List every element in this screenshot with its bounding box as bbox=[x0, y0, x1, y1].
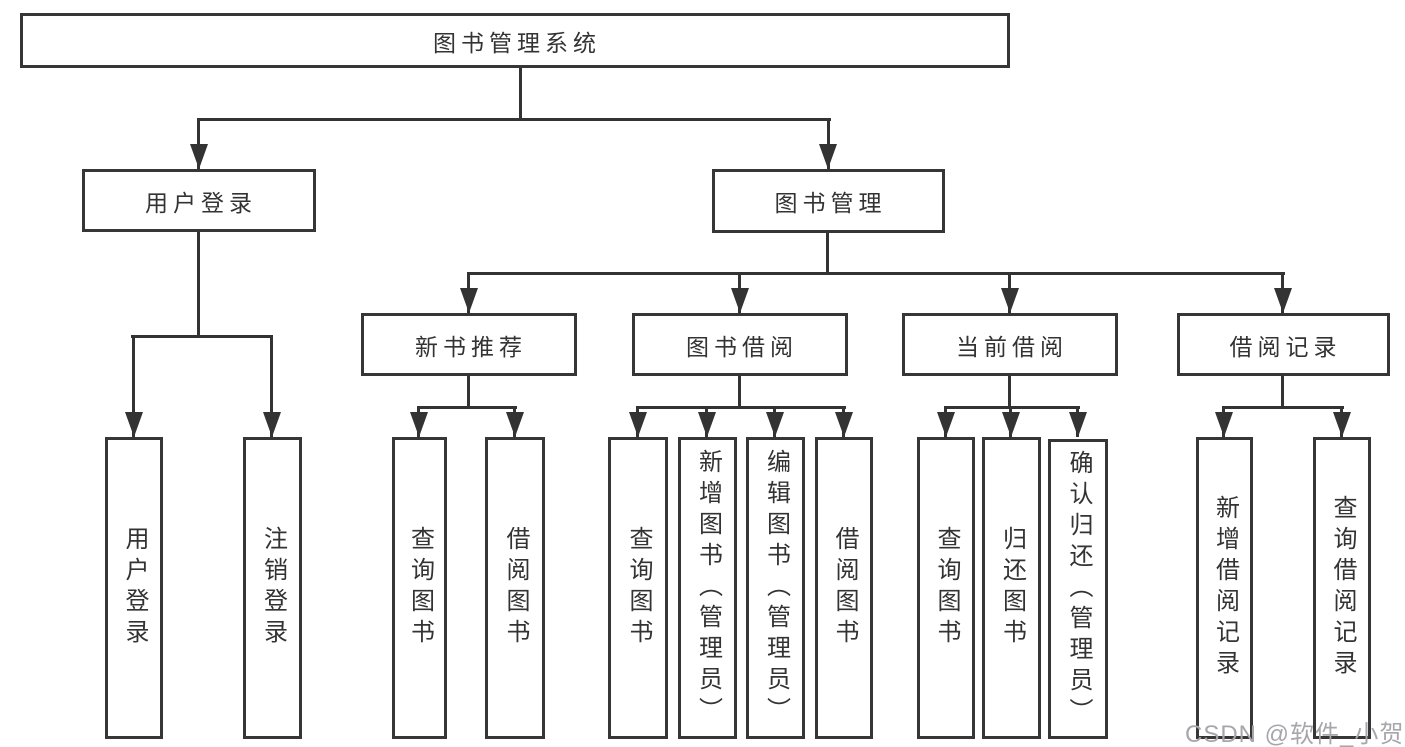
node-book-borrow-label: 图书借阅 bbox=[686, 333, 798, 360]
node-book-management: 图书管理 bbox=[712, 169, 945, 233]
arrow-down-icon bbox=[190, 144, 208, 169]
node-leaf-cb-confirm-return-admin: 确认归还（管理员） bbox=[1048, 439, 1108, 739]
connector-line bbox=[738, 376, 741, 406]
connector-line bbox=[467, 376, 470, 406]
node-borrow-records-label: 借阅记录 bbox=[1229, 333, 1342, 360]
node-leaf-cb-query-books: 查询图书 bbox=[917, 437, 975, 739]
node-leaf-bb-add-books-admin-label: 新增图书（管理员） bbox=[694, 448, 722, 728]
connector-line bbox=[944, 406, 1080, 409]
node-leaf-bb-edit-books-admin: 编辑图书（管理员） bbox=[746, 437, 805, 739]
arrow-down-icon bbox=[506, 412, 524, 437]
node-borrow-records: 借阅记录 bbox=[1177, 313, 1390, 376]
node-leaf-nbr-borrow-books-label: 借阅图书 bbox=[502, 526, 529, 650]
node-root: 图书管理系统 bbox=[20, 13, 1010, 68]
node-leaf-logout: 注销登录 bbox=[243, 437, 302, 739]
node-leaf-bb-edit-books-admin-label: 编辑图书（管理员） bbox=[762, 448, 790, 728]
connector-line bbox=[131, 335, 273, 338]
arrow-down-icon bbox=[1002, 412, 1020, 437]
arrow-down-icon bbox=[1333, 412, 1351, 437]
node-leaf-bb-query-books: 查询图书 bbox=[608, 437, 668, 739]
node-new-book-recommend-label: 新书推荐 bbox=[415, 333, 527, 360]
connector-line bbox=[417, 406, 517, 409]
connector-line bbox=[467, 272, 1285, 275]
node-leaf-user-login: 用户登录 bbox=[105, 437, 163, 739]
node-leaf-bb-add-books-admin: 新增图书（管理员） bbox=[678, 437, 737, 739]
node-leaf-br-query-record: 查询借阅记录 bbox=[1313, 437, 1371, 739]
csdn-watermark: CSDN @软件_小贺同学 bbox=[1185, 721, 1405, 747]
arrow-down-icon bbox=[819, 144, 837, 169]
connector-line bbox=[270, 338, 273, 437]
connector-line bbox=[197, 232, 200, 335]
node-user-login-label: 用户登录 bbox=[145, 189, 257, 216]
arrow-down-icon bbox=[1215, 412, 1233, 437]
arrow-down-icon bbox=[1001, 288, 1019, 313]
arrow-down-icon bbox=[731, 288, 749, 313]
arrow-down-icon bbox=[460, 288, 478, 313]
node-leaf-nbr-query-books-label: 查询图书 bbox=[406, 526, 434, 650]
node-leaf-bb-borrow-books: 借阅图书 bbox=[815, 437, 873, 739]
connector-line bbox=[826, 233, 829, 272]
node-leaf-logout-label: 注销登录 bbox=[259, 526, 287, 650]
connector-line bbox=[1281, 376, 1284, 406]
arrow-down-icon bbox=[698, 412, 716, 437]
node-leaf-bb-query-books-label: 查询图书 bbox=[625, 526, 652, 650]
arrow-down-icon bbox=[410, 412, 428, 437]
node-leaf-br-query-record-label: 查询借阅记录 bbox=[1329, 495, 1356, 681]
arrow-down-icon bbox=[125, 412, 143, 437]
arrow-down-icon bbox=[937, 412, 955, 437]
arrow-down-icon bbox=[263, 412, 281, 437]
node-leaf-bb-borrow-books-label: 借阅图书 bbox=[831, 526, 858, 650]
arrow-down-icon bbox=[1274, 288, 1292, 313]
arrow-down-icon bbox=[835, 412, 853, 437]
node-root-label: 图书管理系统 bbox=[433, 29, 601, 56]
connector-line bbox=[197, 118, 831, 121]
arrow-down-icon bbox=[1069, 412, 1087, 437]
node-book-borrow: 图书借阅 bbox=[632, 313, 848, 376]
node-leaf-nbr-query-books: 查询图书 bbox=[392, 437, 447, 739]
connector-line bbox=[519, 68, 522, 118]
node-user-login: 用户登录 bbox=[82, 169, 316, 232]
node-leaf-br-add-record-label: 新增借阅记录 bbox=[1211, 495, 1239, 681]
node-leaf-cb-return-books: 归还图书 bbox=[982, 437, 1041, 739]
node-leaf-user-login-label: 用户登录 bbox=[121, 526, 148, 650]
node-leaf-nbr-borrow-books: 借阅图书 bbox=[485, 437, 545, 739]
node-book-management-label: 图书管理 bbox=[774, 190, 887, 216]
node-current-borrow-label: 当前借阅 bbox=[956, 333, 1068, 360]
arrow-down-icon bbox=[629, 412, 647, 437]
node-leaf-cb-query-books-label: 查询图书 bbox=[933, 526, 960, 650]
node-new-book-recommend: 新书推荐 bbox=[361, 313, 577, 376]
arrow-down-icon bbox=[766, 412, 784, 437]
node-current-borrow: 当前借阅 bbox=[902, 313, 1118, 376]
node-leaf-cb-return-books-label: 归还图书 bbox=[998, 526, 1026, 650]
connector-line bbox=[1008, 376, 1011, 406]
connector-line bbox=[132, 338, 135, 437]
connector-line bbox=[636, 406, 846, 409]
node-leaf-cb-confirm-return-admin-label: 确认归还（管理员） bbox=[1065, 449, 1092, 729]
node-leaf-br-add-record: 新增借阅记录 bbox=[1196, 437, 1253, 739]
connector-line bbox=[1222, 406, 1344, 409]
